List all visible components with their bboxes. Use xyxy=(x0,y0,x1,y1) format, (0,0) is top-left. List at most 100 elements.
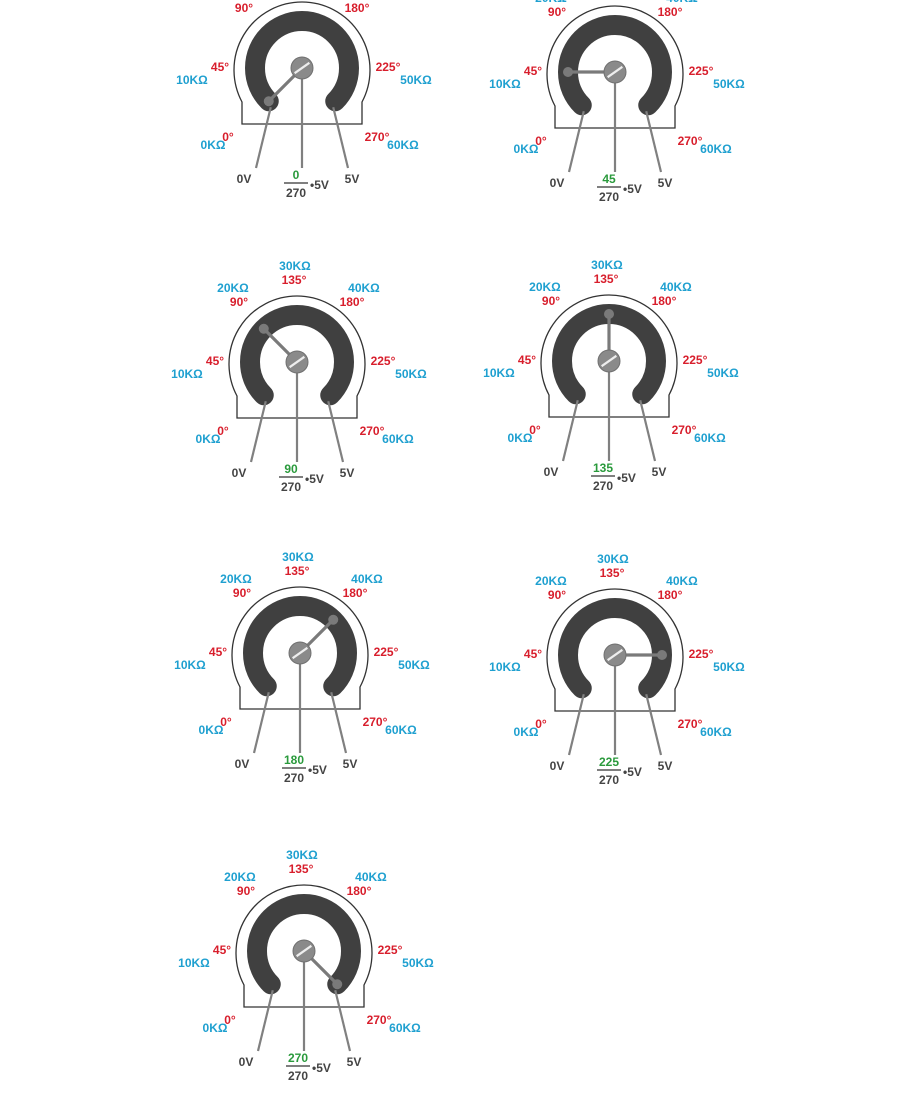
degree-label: 225° xyxy=(374,645,399,659)
pin-label-0v: 0V xyxy=(550,176,565,190)
pin-label-5v: 5V xyxy=(347,1055,362,1069)
lead-right xyxy=(327,400,345,463)
resistance-label: 0KΩ xyxy=(201,138,226,152)
potentiometer-diagram-225: 0°0KΩ45°10KΩ90°20KΩ135°30KΩ180°40KΩ225°5… xyxy=(489,552,745,787)
degree-label: 180° xyxy=(658,588,683,602)
degree-label: 225° xyxy=(378,943,403,957)
resistance-label: 40KΩ xyxy=(351,572,383,586)
pin-label-5v: 5V xyxy=(658,176,673,190)
fraction-denominator: 270 xyxy=(599,773,619,787)
knob-slot xyxy=(291,646,309,660)
resistance-label: 50KΩ xyxy=(400,73,432,87)
degree-label: 0° xyxy=(222,130,234,144)
pin-label-0v: 0V xyxy=(550,759,565,773)
degree-label: 90° xyxy=(237,884,255,898)
degree-label: 90° xyxy=(548,588,566,602)
degree-label: 45° xyxy=(209,645,227,659)
potentiometer-diagram-270: 0°0KΩ45°10KΩ90°20KΩ135°30KΩ180°40KΩ225°5… xyxy=(178,848,434,1083)
degree-label: 135° xyxy=(285,564,310,578)
degree-label: 45° xyxy=(524,64,542,78)
potentiometer-diagram-45: 0°0KΩ45°10KΩ90°20KΩ135°30KΩ180°40KΩ225°5… xyxy=(489,0,745,204)
fraction-suffix: •5V xyxy=(312,1061,331,1075)
degree-label: 135° xyxy=(600,566,625,580)
pin-label-0v: 0V xyxy=(544,465,559,479)
resistance-label: 20KΩ xyxy=(535,574,567,588)
degree-label: 90° xyxy=(233,586,251,600)
lead-left xyxy=(256,989,274,1052)
pin-label-0v: 0V xyxy=(237,172,252,186)
pin-label-0v: 0V xyxy=(232,466,247,480)
resistance-label: 30KΩ xyxy=(279,259,311,273)
resistance-label: 50KΩ xyxy=(713,77,745,91)
degree-label: 180° xyxy=(345,1,370,15)
wiper-tip xyxy=(328,614,339,625)
knob-slot xyxy=(600,354,618,368)
resistance-label: 20KΩ xyxy=(224,870,256,884)
lead-right xyxy=(334,989,352,1052)
wiper-tip xyxy=(563,67,573,77)
fraction-numerator: 270 xyxy=(288,1051,308,1065)
resistance-label: 0KΩ xyxy=(199,723,224,737)
degree-label: 225° xyxy=(683,353,708,367)
degree-label: 45° xyxy=(206,354,224,368)
wiper-tip xyxy=(332,979,343,990)
knob-slot xyxy=(288,355,306,369)
resistance-label: 60KΩ xyxy=(389,1021,421,1035)
resistance-label: 0KΩ xyxy=(514,142,539,156)
resistance-label: 40KΩ xyxy=(660,280,692,294)
resistance-label: 20KΩ xyxy=(220,572,252,586)
fraction-numerator: 225 xyxy=(599,755,619,769)
resistance-label: 50KΩ xyxy=(398,658,430,672)
fraction-denominator: 270 xyxy=(286,186,306,200)
fraction-numerator: 135 xyxy=(593,461,613,475)
pin-label-0v: 0V xyxy=(239,1055,254,1069)
resistance-label: 60KΩ xyxy=(382,432,414,446)
degree-label: 225° xyxy=(689,64,714,78)
wiper-tip xyxy=(263,96,274,107)
knob-slot xyxy=(295,944,313,958)
resistance-label: 30KΩ xyxy=(282,550,314,564)
pin-label-5v: 5V xyxy=(652,465,667,479)
resistance-label: 30KΩ xyxy=(591,258,623,272)
lead-left xyxy=(252,691,270,754)
resistance-label: 10KΩ xyxy=(483,366,515,380)
resistance-label: 40KΩ xyxy=(666,574,698,588)
resistance-label: 0KΩ xyxy=(203,1021,228,1035)
pin-label-5v: 5V xyxy=(658,759,673,773)
resistive-track xyxy=(245,11,359,112)
pin-label-5v: 5V xyxy=(340,466,355,480)
resistance-label: 40KΩ xyxy=(353,0,385,1)
degree-label: 0° xyxy=(217,424,229,438)
degree-label: 90° xyxy=(548,5,566,19)
fraction-suffix: •5V xyxy=(310,178,329,192)
resistance-label: 50KΩ xyxy=(402,956,434,970)
degree-label: 270° xyxy=(672,423,697,437)
degree-label: 225° xyxy=(371,354,396,368)
lead-right xyxy=(645,110,663,173)
resistance-label: 10KΩ xyxy=(171,367,203,381)
resistance-label: 60KΩ xyxy=(694,431,726,445)
knob-slot xyxy=(293,61,311,75)
degree-label: 45° xyxy=(211,60,229,74)
fraction-denominator: 270 xyxy=(281,480,301,494)
lead-left xyxy=(254,106,272,169)
degree-label: 270° xyxy=(367,1013,392,1027)
potentiometer-diagram-180: 0°0KΩ45°10KΩ90°20KΩ135°30KΩ180°40KΩ225°5… xyxy=(174,550,430,785)
lead-right xyxy=(645,693,663,756)
resistance-label: 10KΩ xyxy=(178,956,210,970)
lead-left xyxy=(567,110,585,173)
resistance-label: 50KΩ xyxy=(707,366,739,380)
degree-label: 270° xyxy=(678,717,703,731)
degree-label: 0° xyxy=(224,1013,236,1027)
fraction-suffix: •5V xyxy=(623,765,642,779)
degree-label: 45° xyxy=(518,353,536,367)
lead-right xyxy=(639,399,657,462)
resistance-label: 0KΩ xyxy=(196,432,221,446)
degree-label: 180° xyxy=(347,884,372,898)
resistance-label: 60KΩ xyxy=(385,723,417,737)
degree-label: 270° xyxy=(360,424,385,438)
degree-label: 135° xyxy=(594,272,619,286)
resistance-label: 60KΩ xyxy=(700,142,732,156)
fraction-suffix: •5V xyxy=(305,472,324,486)
